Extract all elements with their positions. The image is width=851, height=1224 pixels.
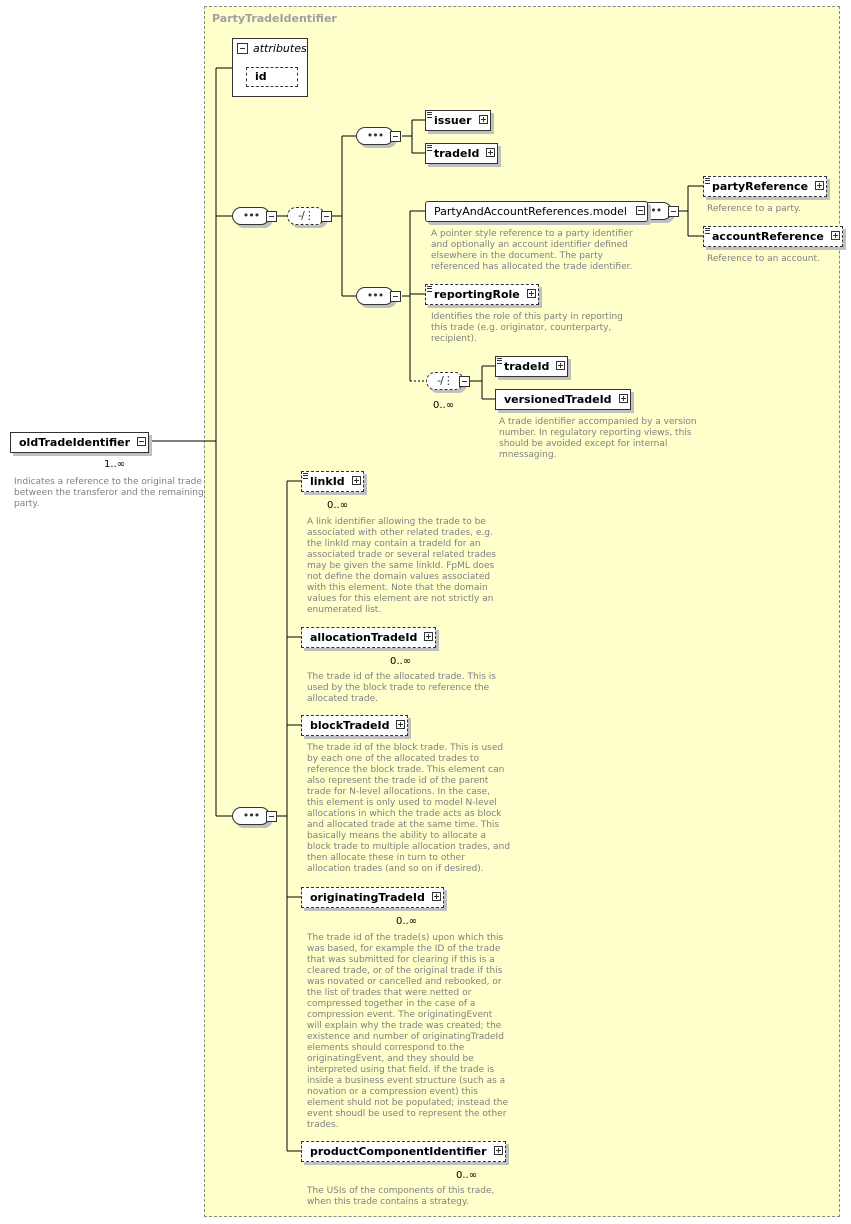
sequence-compositor: •••	[232, 807, 270, 825]
expand-icon[interactable]	[815, 181, 825, 190]
root-element-oldTradeIdentifier[interactable]: oldTradeIdentifier	[10, 432, 150, 453]
element-allocationTradeId[interactable]: allocationTradeId	[301, 627, 437, 648]
expand-icon[interactable]	[618, 394, 628, 403]
sequence-icon: •••	[366, 289, 384, 302]
type-name: PartyTradeIdentifier	[212, 12, 337, 25]
element-tradeId[interactable]: tradeId	[425, 143, 499, 164]
element-marker-icon	[427, 286, 432, 292]
expand-icon[interactable]	[526, 289, 536, 298]
collapse-icon[interactable]	[636, 206, 645, 215]
sequence-icon: •••	[242, 209, 260, 222]
expand-icon[interactable]	[424, 632, 434, 641]
expand-icon[interactable]	[486, 148, 496, 157]
element-issuer[interactable]: issuer	[425, 110, 491, 131]
element-accountReference[interactable]: accountReference	[703, 226, 843, 247]
element-reportingRole[interactable]: reportingRole	[425, 284, 539, 305]
element-tradeId-choice[interactable]: tradeId	[495, 356, 569, 377]
attributes-box: attributes id	[232, 38, 308, 97]
collapse-icon[interactable]	[137, 437, 147, 446]
productComponentIdentifier-doc: The USIs of the components of this trade…	[307, 1186, 495, 1207]
expand-icon[interactable]	[351, 476, 361, 485]
element-blockTradeId[interactable]: blockTradeId	[301, 715, 409, 736]
collapse-icon[interactable]	[237, 43, 248, 54]
element-marker-icon	[705, 178, 710, 184]
group-doc: A pointer style reference to a party ide…	[431, 229, 633, 272]
root-doc: Indicates a reference to the original tr…	[14, 477, 204, 509]
element-marker-icon	[705, 228, 710, 234]
expand-icon[interactable]	[431, 892, 441, 901]
expand-icon[interactable]	[830, 231, 840, 240]
sequence-compositor: •••	[356, 127, 394, 145]
partyReference-doc: Reference to a party.	[707, 204, 801, 214]
choice-icon: -/⋮	[298, 209, 315, 222]
element-versionedTradeId[interactable]: versionedTradeId	[495, 389, 631, 410]
root-element-label: oldTradeIdentifier	[19, 436, 131, 449]
element-marker-icon	[303, 473, 308, 479]
element-marker-icon	[427, 145, 432, 151]
expand-icon[interactable]	[556, 361, 566, 370]
collapse-icon[interactable]	[668, 206, 679, 217]
sequence-icon: •••	[366, 129, 384, 142]
sequence-compositor: •••	[232, 207, 270, 225]
group-PartyAndAccountReferences[interactable]: PartyAndAccountReferences.model	[425, 201, 648, 222]
expand-icon[interactable]	[396, 720, 406, 729]
sequence-compositor: •••	[356, 287, 394, 305]
element-marker-icon	[427, 112, 432, 118]
originatingTradeId-doc: The trade id of the trade(s) upon which …	[307, 933, 508, 1130]
accountReference-doc: Reference to an account.	[707, 254, 820, 264]
linkId-cardinality: 0..∞	[327, 500, 349, 511]
productComponentIdentifier-cardinality: 0..∞	[456, 1170, 478, 1181]
attribute-id[interactable]: id	[246, 67, 298, 87]
sequence-icon: •••	[644, 204, 662, 217]
element-partyReference[interactable]: partyReference	[703, 176, 828, 197]
versionedTradeId-doc: A trade identifier accompanied by a vers…	[499, 417, 697, 460]
element-productComponentIdentifier[interactable]: productComponentIdentifier	[301, 1141, 506, 1162]
collapse-icon[interactable]	[459, 376, 470, 387]
element-linkId[interactable]: linkId	[301, 471, 364, 492]
originatingTradeId-cardinality: 0..∞	[396, 916, 418, 927]
choice-cardinality: 0..∞	[433, 400, 455, 411]
expand-icon[interactable]	[478, 115, 488, 124]
allocationTradeId-cardinality: 0..∞	[390, 656, 412, 667]
linkId-doc: A link identifier allowing the trade to …	[307, 517, 496, 615]
expand-icon[interactable]	[493, 1146, 503, 1155]
element-originatingTradeId[interactable]: originatingTradeId	[301, 887, 444, 908]
allocationTradeId-doc: The trade id of the allocated trade. Thi…	[307, 672, 496, 704]
collapse-icon[interactable]	[321, 211, 332, 222]
choice-compositor: -/⋮	[426, 372, 464, 390]
element-marker-icon	[497, 358, 502, 364]
attributes-header[interactable]: attributes	[237, 42, 307, 55]
collapse-icon[interactable]	[266, 811, 277, 822]
collapse-icon[interactable]	[390, 291, 401, 302]
sequence-icon: •••	[242, 809, 260, 822]
choice-compositor: -/⋮	[287, 207, 325, 225]
collapse-icon[interactable]	[266, 211, 277, 222]
root-cardinality: 1..∞	[104, 459, 126, 470]
blockTradeId-doc: The trade id of the block trade. This is…	[307, 743, 511, 874]
collapse-icon[interactable]	[390, 131, 401, 142]
choice-icon: -/⋮	[437, 374, 454, 387]
reportingRole-doc: Identifies the role of this party in rep…	[431, 312, 623, 344]
